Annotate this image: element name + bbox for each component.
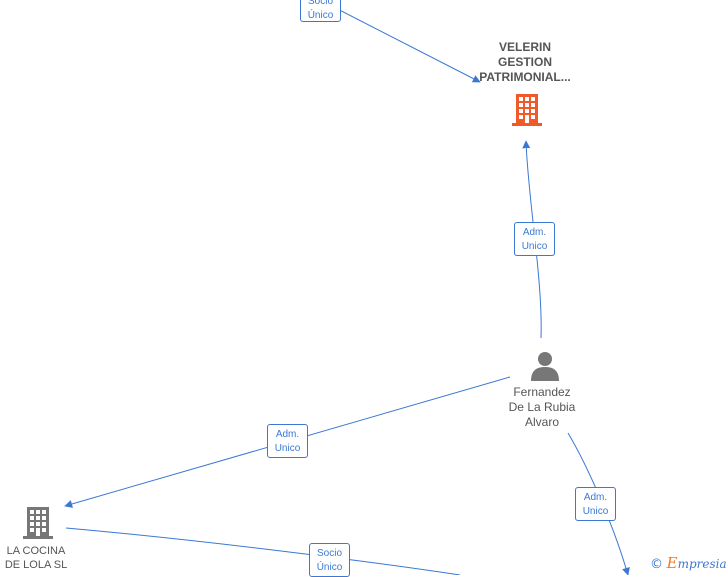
node-label-line: LA COCINA xyxy=(6,545,66,557)
edge-label-adm-bottom-right[interactable]: Adm. Unico xyxy=(575,487,616,521)
building-icon[interactable] xyxy=(22,505,54,540)
node-label-line: Alvaro xyxy=(524,415,559,429)
edge-label-line-2: Único xyxy=(307,10,334,21)
edge-label-line-1: Adm. xyxy=(275,429,300,440)
node-velerin-label[interactable]: VELERIN GESTION PATRIMONIAL... xyxy=(465,40,585,85)
node-label-line: PATRIMONIAL... xyxy=(479,70,571,84)
node-la-cocina-label[interactable]: LA COCINA DE LOLA SL xyxy=(0,544,72,572)
edge-label-line-2: Único xyxy=(316,562,343,573)
edge-label-line-2: Unico xyxy=(582,506,609,517)
empresia-watermark: © Empresia xyxy=(650,554,727,572)
edge-label-adm-la-cocina[interactable]: Adm. Unico xyxy=(267,424,308,458)
person-icon[interactable] xyxy=(529,350,561,382)
edge-label-line-1: Adm. xyxy=(583,492,608,503)
node-label-line: GESTION xyxy=(497,55,552,69)
edge-label-line-1: Socio xyxy=(307,0,333,7)
node-fernandez-label[interactable]: Fernandez De La Rubia Alvaro xyxy=(492,385,592,430)
edge-label-adm-velerin[interactable]: Adm. Unico xyxy=(514,222,555,256)
empresia-logo-text: mpresia xyxy=(677,557,727,571)
building-icon[interactable] xyxy=(511,92,543,127)
edge-label-line-2: Unico xyxy=(274,443,301,454)
edge-label-top-socio[interactable]: Socio Único xyxy=(300,0,341,22)
node-label-line: VELERIN xyxy=(498,40,551,54)
edge-la-cocina-to-bottom xyxy=(65,527,461,575)
edge-label-line-1: Adm. xyxy=(522,227,547,238)
edge-label-line-2: Unico xyxy=(521,241,548,252)
node-label-line: De La Rubia xyxy=(508,400,576,414)
edge-top-socio-to-velerin xyxy=(319,0,481,83)
edge-label-line-1: Socio xyxy=(316,548,342,559)
node-label-line: Fernandez xyxy=(513,385,571,399)
edge-label-socio-bottom[interactable]: Socio Único xyxy=(309,543,350,577)
node-label-line: DE LOLA SL xyxy=(4,559,68,571)
empresia-logo-e: E xyxy=(666,554,678,572)
copyright-symbol: © xyxy=(650,557,663,572)
